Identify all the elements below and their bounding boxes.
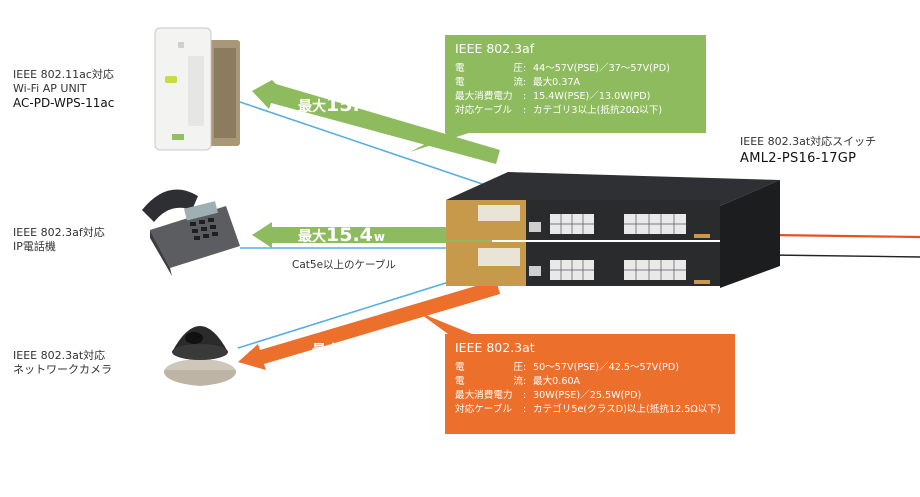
spec-at-key-part: 圧: [513, 362, 523, 373]
power-arrow-ap: [252, 80, 500, 164]
switch-label-line1: IEEE 802.3at対応スイッチ: [740, 135, 877, 148]
power-ap-unit: w: [373, 100, 385, 114]
power-phone-unit: w: [373, 230, 385, 244]
power-arrow-camera: [238, 280, 500, 370]
power-label-ap: 最大 15.4 w: [298, 94, 385, 116]
power-camera-unit: w: [367, 344, 379, 358]
spec-colon: :: [523, 362, 527, 373]
spec-at-row: 電圧 : 50～57V(PSE)／42.5～57V(PD): [455, 361, 725, 375]
spec-af-value: 15.4W(PSE)／13.0W(PD): [533, 91, 651, 102]
spec-at-value: カテゴリ5e(クラスD)以上(抵抗12.5Ω以下): [533, 404, 721, 415]
spec-at-row: 最大消費電力 : 30W(PSE)／25.5W(PD): [455, 389, 725, 403]
spec-at-key-part: 流: [513, 376, 523, 387]
camera-label-line2: ネットワークカメラ: [13, 363, 112, 376]
spec-af-value: 44～57V(PSE)／37～57V(PD): [533, 63, 670, 74]
ap-device: [154, 27, 240, 151]
ap-label-line3: AC-PD-WPS-11ac: [13, 96, 115, 110]
cable-ap: [236, 100, 501, 191]
spec-af-key-part: 電: [455, 63, 465, 74]
spec-at-value: 30W(PSE)／25.5W(PD): [533, 390, 642, 401]
spec-af-key: 最大消費電力: [455, 91, 513, 102]
camera-label: IEEE 802.3at対応 ネットワークカメラ: [13, 349, 112, 377]
ap-label-line2: Wi-Fi AP UNIT: [13, 82, 87, 95]
spec-at-row: 電流 : 最大0.60A: [455, 375, 725, 389]
switch-device: [446, 172, 780, 288]
power-label-camera: 最大 30 w: [312, 338, 379, 360]
camera-device: [164, 326, 236, 386]
spec-at-key: 電圧: [455, 361, 523, 375]
spec-at-value: 50～57V(PSE)／42.5～57V(PD): [533, 362, 679, 373]
power-arrow-phone: [252, 222, 492, 248]
switch-label: IEEE 802.3at対応スイッチ AML2-PS16-17GP: [740, 134, 876, 168]
ap-label: IEEE 802.11ac対応 Wi-Fi AP UNIT AC-PD-WPS-…: [13, 68, 114, 110]
power-ap-value: 15.4: [326, 94, 373, 116]
spec-af-key-part: 流: [513, 77, 523, 88]
power-label-phone: 最大 15.4 w: [298, 224, 385, 246]
spec-colon: :: [523, 63, 527, 74]
power-camera-prefix: 最大: [312, 343, 340, 359]
at-callout-pointer: [418, 312, 472, 334]
spec-af-row: 対応ケーブル : カテゴリ3以上(抵抗20Ω以下): [455, 104, 696, 118]
spec-at-title: IEEE 802.3at: [455, 340, 535, 355]
ip-phone-device: [142, 189, 240, 276]
spec-at-key: 最大消費電力: [455, 390, 513, 401]
phone-label-line2: IP電話機: [13, 240, 56, 253]
spec-at-key-part: 電: [455, 362, 465, 373]
power-phone-value: 15.4: [326, 224, 373, 246]
spec-box-af: IEEE 802.3af 電圧 : 44～57V(PSE)／37～57V(PD)…: [445, 35, 706, 133]
spec-at-row: 対応ケーブル : カテゴリ5e(クラスD)以上(抵抗12.5Ω以下): [455, 403, 725, 417]
spec-af-key: 電流: [455, 76, 523, 90]
ap-label-line1: IEEE 802.11ac対応: [13, 68, 114, 81]
spec-af-key-part: 圧: [513, 63, 523, 74]
spec-colon: :: [523, 390, 527, 401]
spec-af-key: 対応ケーブル: [455, 105, 512, 116]
camera-label-line1: IEEE 802.3at対応: [13, 349, 106, 362]
uplink-orange: [769, 233, 920, 239]
spec-box-at: IEEE 802.3at 電圧 : 50～57V(PSE)／42.5～57V(P…: [445, 334, 735, 434]
spec-colon: :: [523, 105, 527, 116]
spec-at-key-part: 電: [455, 376, 465, 387]
spec-af-key-part: 電: [455, 77, 465, 88]
spec-colon: :: [523, 91, 527, 102]
cable-label: Cat5e以上のケーブル: [292, 259, 396, 271]
spec-at-key: 電流: [455, 375, 523, 389]
spec-colon: :: [523, 376, 527, 387]
spec-af-row: 最大消費電力 : 15.4W(PSE)／13.0W(PD): [455, 90, 696, 104]
power-phone-prefix: 最大: [298, 229, 326, 245]
spec-af-title: IEEE 802.3af: [455, 41, 535, 56]
spec-af-key: 電圧: [455, 62, 523, 76]
spec-af-value: カテゴリ3以上(抵抗20Ω以下): [533, 105, 663, 116]
power-camera-value: 30: [340, 338, 367, 360]
spec-af-row: 電流 : 最大0.37A: [455, 76, 696, 90]
switch-label-line2: AML2-PS16-17GP: [740, 151, 857, 166]
uplink-dark: [769, 254, 920, 258]
spec-at-key: 対応ケーブル: [455, 404, 512, 415]
phone-label: IEEE 802.3af対応 IP電話機: [13, 226, 105, 254]
power-ap-prefix: 最大: [298, 99, 326, 115]
spec-at-value: 最大0.60A: [533, 376, 581, 387]
phone-label-line1: IEEE 802.3af対応: [13, 226, 105, 239]
spec-af-value: 最大0.37A: [533, 77, 581, 88]
spec-colon: :: [523, 77, 527, 88]
spec-af-row: 電圧 : 44～57V(PSE)／37～57V(PD): [455, 62, 696, 76]
spec-colon: :: [523, 404, 527, 415]
